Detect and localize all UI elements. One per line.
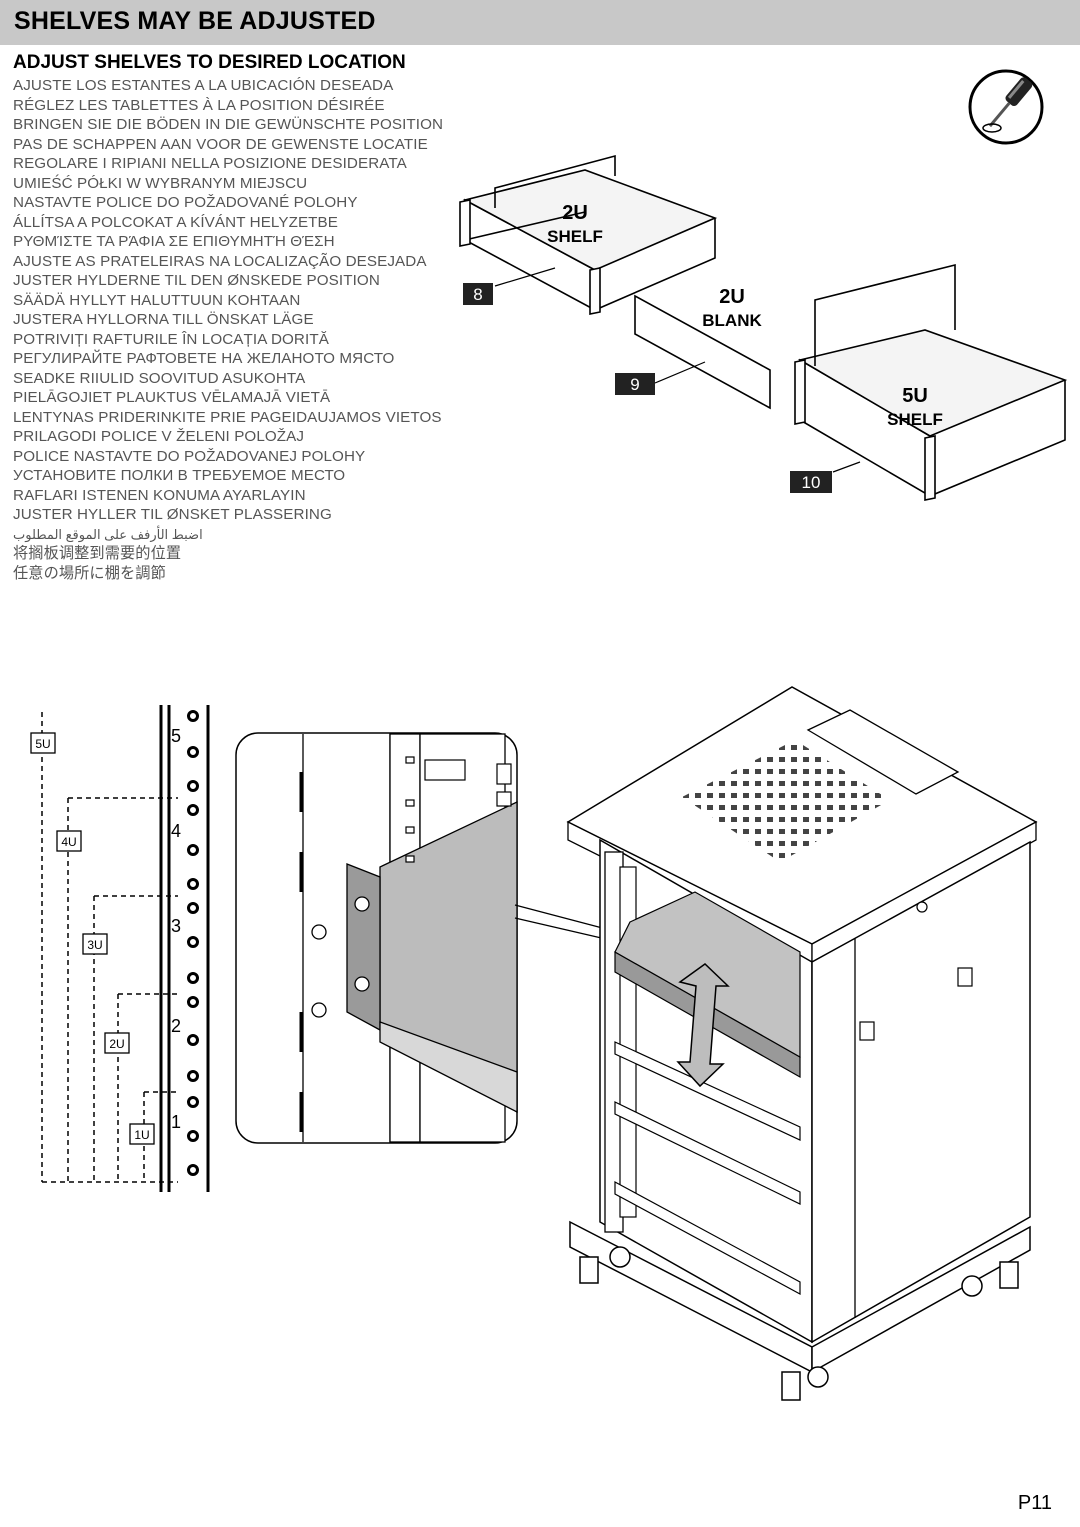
part-number-8: 8 — [473, 285, 482, 304]
rail-number: 5 — [171, 726, 181, 746]
blank-panel-drawing — [634, 294, 771, 410]
unit-label: 3U — [87, 938, 102, 952]
bracket-detail-illustration — [235, 732, 518, 1144]
translation-line: УСТАНОВИТЕ ПОЛКИ В ТРЕБУЕМОЕ МЕСТО — [13, 467, 346, 484]
translation-line: LENTYNAS PRIDERINKITE PRIE PAGEIDAUJAMOS… — [13, 408, 442, 426]
part-size-label: 5U — [902, 385, 928, 407]
header-banner: SHELVES MAY BE ADJUSTED — [0, 0, 1080, 45]
translation-line: ΡΥΘΜΊΣΤΕ ΤΑ ΡΆΦΙΑ ΣΕ ΕΠΙΘΥΜΗΤΉ ΘΈΣΗ — [13, 233, 335, 250]
part-name-label: SHELF — [547, 227, 603, 246]
translation-line: REGOLARE I RIPIANI NELLA POSIZIONE DESID… — [13, 155, 407, 172]
translation-line: JUSTERA HYLLORNA TILL ÖNSKAT LÄGE — [13, 311, 314, 328]
translation-line: 将搁板调整到需要的位置 — [13, 545, 182, 562]
rail-number: 1 — [171, 1112, 181, 1132]
translation-line: ÁLLÍTSA A POLCOKAT A KÍVÁNT HELYZETBE — [13, 213, 339, 231]
translation-line: AJUSTE AS PRATELEIRAS NA LOCALIZAÇÃO DES… — [13, 252, 427, 270]
translation-line: РЕГУЛИРАЙТЕ РАФТОВЕТЕ НА ЖЕЛАНОТО МЯСТО — [13, 350, 395, 367]
part-number-9: 9 — [630, 375, 639, 394]
translation-line: RÉGLEZ LES TABLETTES À LA POSITION DÉSIR… — [13, 96, 385, 114]
page-title: SHELVES MAY BE ADJUSTED — [14, 7, 376, 35]
parts-illustration: 8 9 10 2U SHELF 2U BLANK 5U SHELF — [459, 154, 1068, 501]
translation-line: 任意の場所に棚を調節 — [13, 564, 166, 582]
translation-line: NASTAVTE POLICE DO POŽADOVANÉ POLOHY — [13, 194, 358, 211]
part-size-label: 2U — [562, 202, 588, 224]
translation-line: SÄÄDÄ HYLLYT HALUTTUUN KOHTAAN — [13, 291, 301, 309]
part-number-10: 10 — [802, 473, 821, 492]
translation-list: AJUSTE LOS ESTANTES A LA UBICACIÓN DESEA… — [13, 76, 443, 583]
unit-label: 2U — [109, 1037, 124, 1051]
translation-line: BRINGEN SIE DIE BÖDEN IN DIE GEWÜNSCHTE … — [13, 116, 444, 133]
part-name-label: BLANK — [702, 311, 762, 330]
rail-number: 2 — [171, 1016, 181, 1036]
translation-line: RAFLARI ISTENEN KONUMA AYARLAYIN — [13, 486, 306, 504]
section-heading: ADJUST SHELVES TO DESIRED LOCATION — [13, 52, 406, 73]
translation-line: اضبط الأرفف على الموقع المطلوب — [13, 526, 203, 542]
translation-line: JUSTER HYLLER TIL ØNSKET PLASSERING — [13, 506, 332, 523]
shelf-5u-drawing — [794, 263, 1068, 501]
page-number: P11 — [1017, 1492, 1052, 1514]
unit-label: 5U — [35, 737, 50, 751]
cabinet-illustration — [566, 686, 1038, 1401]
shelf-2u-drawing — [459, 154, 718, 315]
translation-line: SEADKE RIIULID SOOVITUD ASUKOHTA — [13, 369, 306, 387]
part-size-label: 2U — [719, 286, 745, 308]
translation-line: JUSTER HYLDERNE TIL DEN ØNSKEDE POSITION — [13, 272, 380, 289]
rail-number: 3 — [171, 916, 181, 936]
screwdriver-icon — [968, 69, 1044, 145]
detail-callout-line — [514, 904, 611, 941]
unit-label: 1U — [134, 1128, 149, 1142]
part-name-label: SHELF — [887, 410, 943, 429]
translation-line: POLICE NASTAVTE DO POŽADOVANEJ POLOHY — [13, 447, 366, 465]
translation-line: PAS DE SCHAPPEN AAN VOOR DE GEWENSTE LOC… — [13, 135, 428, 153]
rail-unit-diagram: 5 4 3 2 1 5U 4U 3U 2U 1U — [30, 705, 210, 1192]
translation-line: UMIEŚĆ PÓŁKI W WYBRANYM MIEJSCU — [13, 174, 308, 192]
rail-number: 4 — [171, 821, 181, 841]
translation-line: PRILAGODI POLICE V ŽELENI POLOŽAJ — [13, 428, 305, 445]
translation-line: PIELĀGOJIET PLAUKTUS VĒLAMAJĀ VIETĀ — [13, 389, 331, 406]
translation-line: POTRIVIȚI RAFTURILE ÎN LOCAȚIA DORITĂ — [13, 330, 329, 348]
translation-line: AJUSTE LOS ESTANTES A LA UBICACIÓN DESEA… — [13, 77, 394, 94]
unit-label: 4U — [61, 835, 76, 849]
